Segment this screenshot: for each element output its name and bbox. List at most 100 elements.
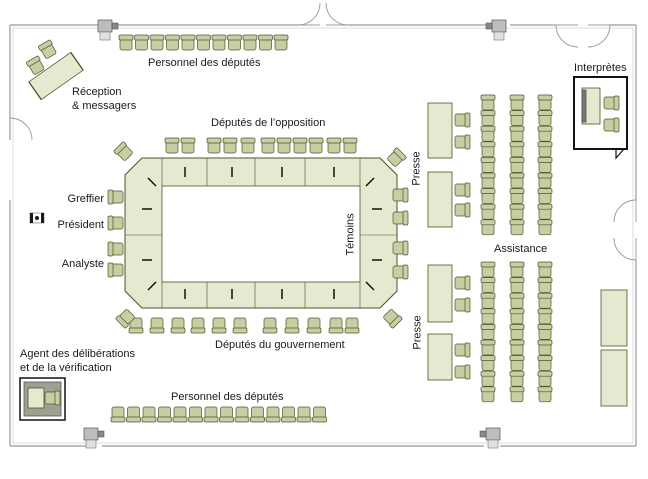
opposition-chair — [164, 137, 180, 154]
chair-back — [613, 95, 620, 111]
chair-seat — [481, 98, 495, 111]
chair-back — [284, 327, 300, 334]
chair-back — [211, 34, 227, 41]
side-table-lower — [600, 349, 628, 407]
chair-back — [613, 117, 620, 133]
chair-back — [480, 324, 496, 330]
chair-back — [537, 188, 553, 194]
chair-back — [509, 370, 525, 377]
chair-seat — [111, 216, 124, 230]
opposition-chair-corner — [113, 141, 133, 161]
chair-back — [402, 187, 409, 203]
public-chair-upper — [537, 157, 553, 173]
chair-back — [480, 355, 496, 361]
door-left — [9, 117, 33, 141]
staff-chair-bottom — [281, 406, 296, 423]
chair-back — [222, 137, 238, 144]
public-chair-lower — [537, 370, 553, 387]
public-chair-lower — [480, 386, 496, 403]
government-chair — [344, 317, 360, 334]
public-chair-upper — [537, 141, 553, 158]
head-table-chair — [107, 189, 124, 205]
opposition-chair — [222, 137, 238, 154]
opposition-chair-corner — [387, 147, 407, 167]
chair-seat — [538, 390, 552, 403]
chair-seat — [165, 141, 179, 154]
analyst-label: Analyste — [61, 258, 104, 270]
public-chair-upper — [537, 219, 553, 236]
verification-label: et de la vérification — [20, 362, 112, 374]
chair-back — [232, 327, 248, 334]
witness-chair — [392, 210, 409, 226]
chair-seat — [510, 343, 524, 356]
chair-back — [402, 240, 409, 256]
chair-back — [38, 39, 53, 51]
chair-seat — [538, 114, 552, 126]
chair-back — [128, 327, 144, 334]
chair-back — [227, 34, 242, 41]
public-chair-upper — [509, 157, 525, 173]
chair-seat — [454, 276, 467, 290]
government-chair — [190, 317, 206, 334]
public-chair-upper — [537, 188, 553, 204]
staff-chair-top — [273, 34, 289, 51]
chair-seat — [181, 38, 195, 51]
chair-seat — [259, 38, 272, 51]
staff-chair-bottom — [157, 406, 172, 423]
government-chair — [262, 317, 278, 334]
chair-seat — [277, 141, 291, 154]
chair-seat — [538, 374, 552, 387]
canada-flag-icon — [41, 213, 44, 223]
chair-seat — [538, 161, 552, 173]
chair-back — [273, 34, 289, 41]
chair-back — [537, 370, 553, 377]
public-chair-lower — [537, 324, 553, 340]
government-chair — [128, 317, 144, 334]
public-chair-upper — [509, 172, 525, 189]
chair-back — [107, 189, 114, 205]
public-chair-upper — [480, 172, 496, 189]
public-chair-lower — [480, 370, 496, 387]
public-chair-lower — [509, 370, 525, 387]
chair-seat — [235, 406, 249, 419]
camera-part — [97, 19, 113, 33]
public-chair-lower — [509, 386, 525, 403]
public-chair-upper — [509, 94, 525, 111]
chair-seat — [510, 114, 524, 126]
chair-back — [234, 416, 250, 423]
chair-seat — [454, 183, 467, 197]
chair-back — [180, 137, 196, 144]
witnesses-label: Témoins — [344, 213, 357, 256]
opposition-chair — [206, 137, 222, 154]
chair-back — [509, 339, 525, 346]
chair-back — [537, 339, 553, 346]
chair-seat — [538, 176, 552, 189]
reception-chair — [38, 39, 57, 59]
public-chair-lower — [509, 339, 525, 356]
press-bottom-b-chair — [454, 364, 471, 380]
chair-seat — [111, 242, 124, 256]
public-chair-lower — [509, 308, 525, 325]
chair-back — [389, 315, 403, 329]
chair-seat — [127, 406, 140, 419]
chair-back — [206, 137, 222, 144]
chair-seat — [481, 390, 495, 403]
public-chair-lower — [537, 292, 553, 309]
chair-back — [537, 324, 553, 330]
chair-seat — [538, 328, 552, 340]
chair-back — [480, 157, 496, 163]
press-top-b-chair — [454, 202, 471, 218]
chair-back — [480, 94, 496, 101]
chair-seat — [481, 359, 495, 371]
side-table-upper — [600, 289, 628, 347]
staff-chair-bottom — [141, 406, 157, 423]
government-chair-corner — [383, 309, 403, 329]
staff-chair-bottom — [126, 406, 141, 423]
chair-back — [281, 416, 296, 423]
chair-seat — [510, 328, 524, 340]
chair-seat — [212, 38, 226, 51]
chair-back — [480, 110, 496, 116]
chair-seat — [481, 312, 495, 325]
chair-back — [172, 416, 188, 423]
chair-seat — [111, 190, 124, 204]
